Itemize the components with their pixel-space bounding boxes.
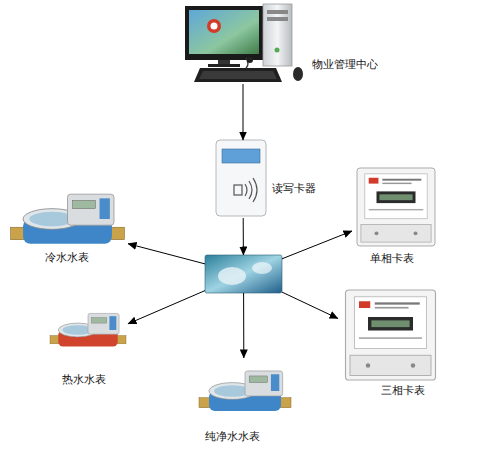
arrow-connector xyxy=(243,84,244,140)
node-label: 单相卡表 xyxy=(370,252,414,265)
meter-node: 冷水水表 xyxy=(8,188,128,268)
node-label: 纯净水水表 xyxy=(205,430,260,443)
ic-card xyxy=(205,255,282,293)
meter-node: 纯净水水表 xyxy=(198,358,290,446)
node-label: 热水水表 xyxy=(62,373,106,386)
node-label: 冷水水表 xyxy=(45,251,89,264)
meter-node: 三相卡表 xyxy=(338,288,442,398)
arrow-connector xyxy=(243,218,244,255)
arrow-connector xyxy=(243,293,244,358)
node-label: 三相卡表 xyxy=(381,384,425,397)
meter-node: 热水水表 xyxy=(48,296,128,386)
computer-node: 物业管理中心 xyxy=(183,2,303,84)
arrow-connector xyxy=(128,291,205,324)
node-label: 读写卡器 xyxy=(272,182,316,195)
arrow-connector xyxy=(282,292,338,318)
card-reader: 读写卡器 xyxy=(215,140,271,218)
node-label: 物业管理中心 xyxy=(312,58,378,71)
arrow-connector xyxy=(282,231,352,259)
meter-node: 单相卡表 xyxy=(352,166,438,262)
arrow-connector xyxy=(128,244,205,264)
